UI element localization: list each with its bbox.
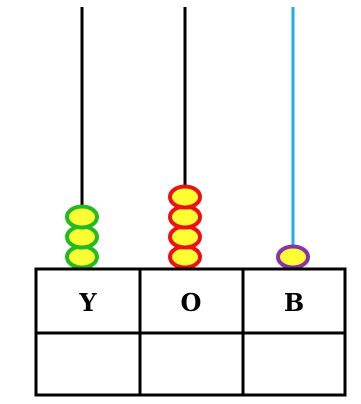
column-label-o: O (181, 288, 202, 317)
bead-stack-y (65, 204, 99, 270)
bead (276, 244, 310, 270)
bead (65, 244, 99, 270)
column-label-y: Y (78, 288, 97, 317)
bead (168, 244, 202, 270)
place-value-table (34, 267, 347, 397)
bead-stack-o (168, 184, 202, 270)
bead (168, 204, 202, 230)
bead (168, 224, 202, 250)
bead-stack-b (276, 244, 310, 270)
column-label-b: B (284, 288, 304, 317)
bead (168, 184, 202, 210)
bead (65, 224, 99, 250)
bead (65, 204, 99, 230)
